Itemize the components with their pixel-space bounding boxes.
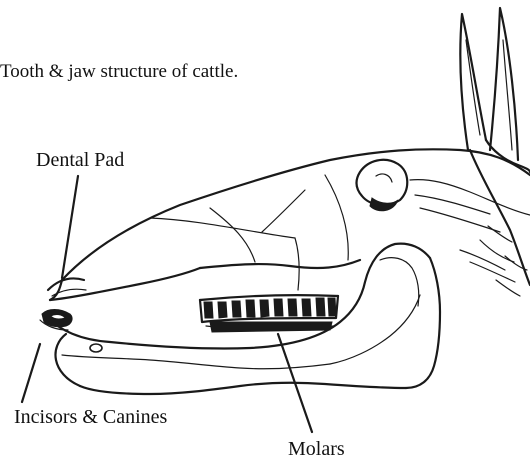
figure-caption: Tooth & jaw structure of cattle. bbox=[0, 60, 238, 84]
horns bbox=[460, 8, 530, 172]
dental-pad-label: Dental Pad bbox=[36, 148, 124, 172]
incisors-leader bbox=[22, 344, 40, 402]
incisors bbox=[40, 310, 72, 331]
eye-orbit bbox=[356, 160, 530, 232]
molars-label: Molars bbox=[288, 437, 345, 461]
molars bbox=[200, 295, 338, 332]
incisors-canines-label: Incisors & Canines bbox=[14, 405, 167, 429]
dental-pad bbox=[48, 278, 86, 296]
dental-pad-leader bbox=[62, 176, 78, 278]
